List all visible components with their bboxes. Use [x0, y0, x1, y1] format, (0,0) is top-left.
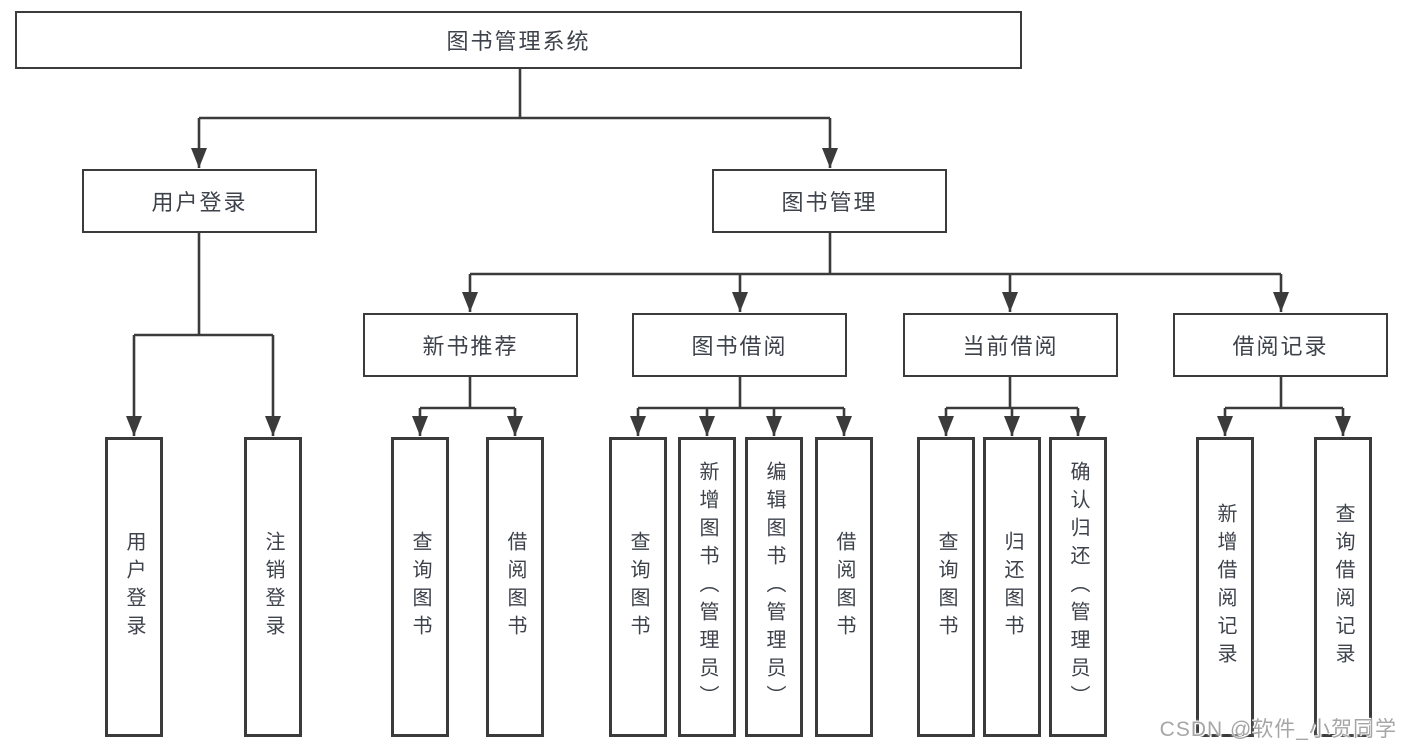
wire-borrow-split [638, 377, 844, 410]
wire-bookmgmt-split [470, 233, 1281, 276]
leaf-logout: 注销登录 [244, 437, 302, 737]
leaf-add-books-admin: 新增图书（管理员） [678, 437, 736, 737]
node-new-book-recommend: 新书推荐 [363, 313, 578, 377]
watermark: CSDN @软件_小贺同学 [1159, 718, 1397, 741]
leaf-add-borrow-record: 新增借阅记录 [1196, 437, 1254, 737]
leaf-query-books-borrowing: 查询图书 [609, 437, 667, 737]
wire-root-split [199, 69, 830, 120]
wire-current-split [946, 377, 1078, 410]
node-book-management: 图书管理 [712, 169, 947, 233]
leaf-query-books-recommend: 查询图书 [391, 437, 449, 737]
node-current-borrowing: 当前借阅 [903, 313, 1118, 377]
leaf-query-books-current: 查询图书 [917, 437, 975, 737]
wire-records-split [1225, 377, 1343, 410]
wire-newbook-split [420, 377, 515, 410]
leaf-user-login: 用户登录 [105, 437, 163, 737]
node-user-login: 用户登录 [82, 169, 317, 233]
leaf-edit-books-admin: 编辑图书（管理员） [745, 437, 803, 737]
leaf-return-books: 归还图书 [983, 437, 1041, 737]
node-borrowing-records: 借阅记录 [1173, 313, 1388, 377]
leaf-borrow-books-recommend: 借阅图书 [486, 437, 544, 737]
leaf-borrow-books: 借阅图书 [815, 437, 873, 737]
leaf-confirm-return-admin: 确认归还（管理员） [1049, 437, 1107, 737]
leaf-query-borrow-record: 查询借阅记录 [1314, 437, 1372, 737]
wire-userlogin-split [134, 233, 273, 337]
node-root: 图书管理系统 [15, 11, 1022, 69]
node-book-borrowing: 图书借阅 [632, 313, 847, 377]
